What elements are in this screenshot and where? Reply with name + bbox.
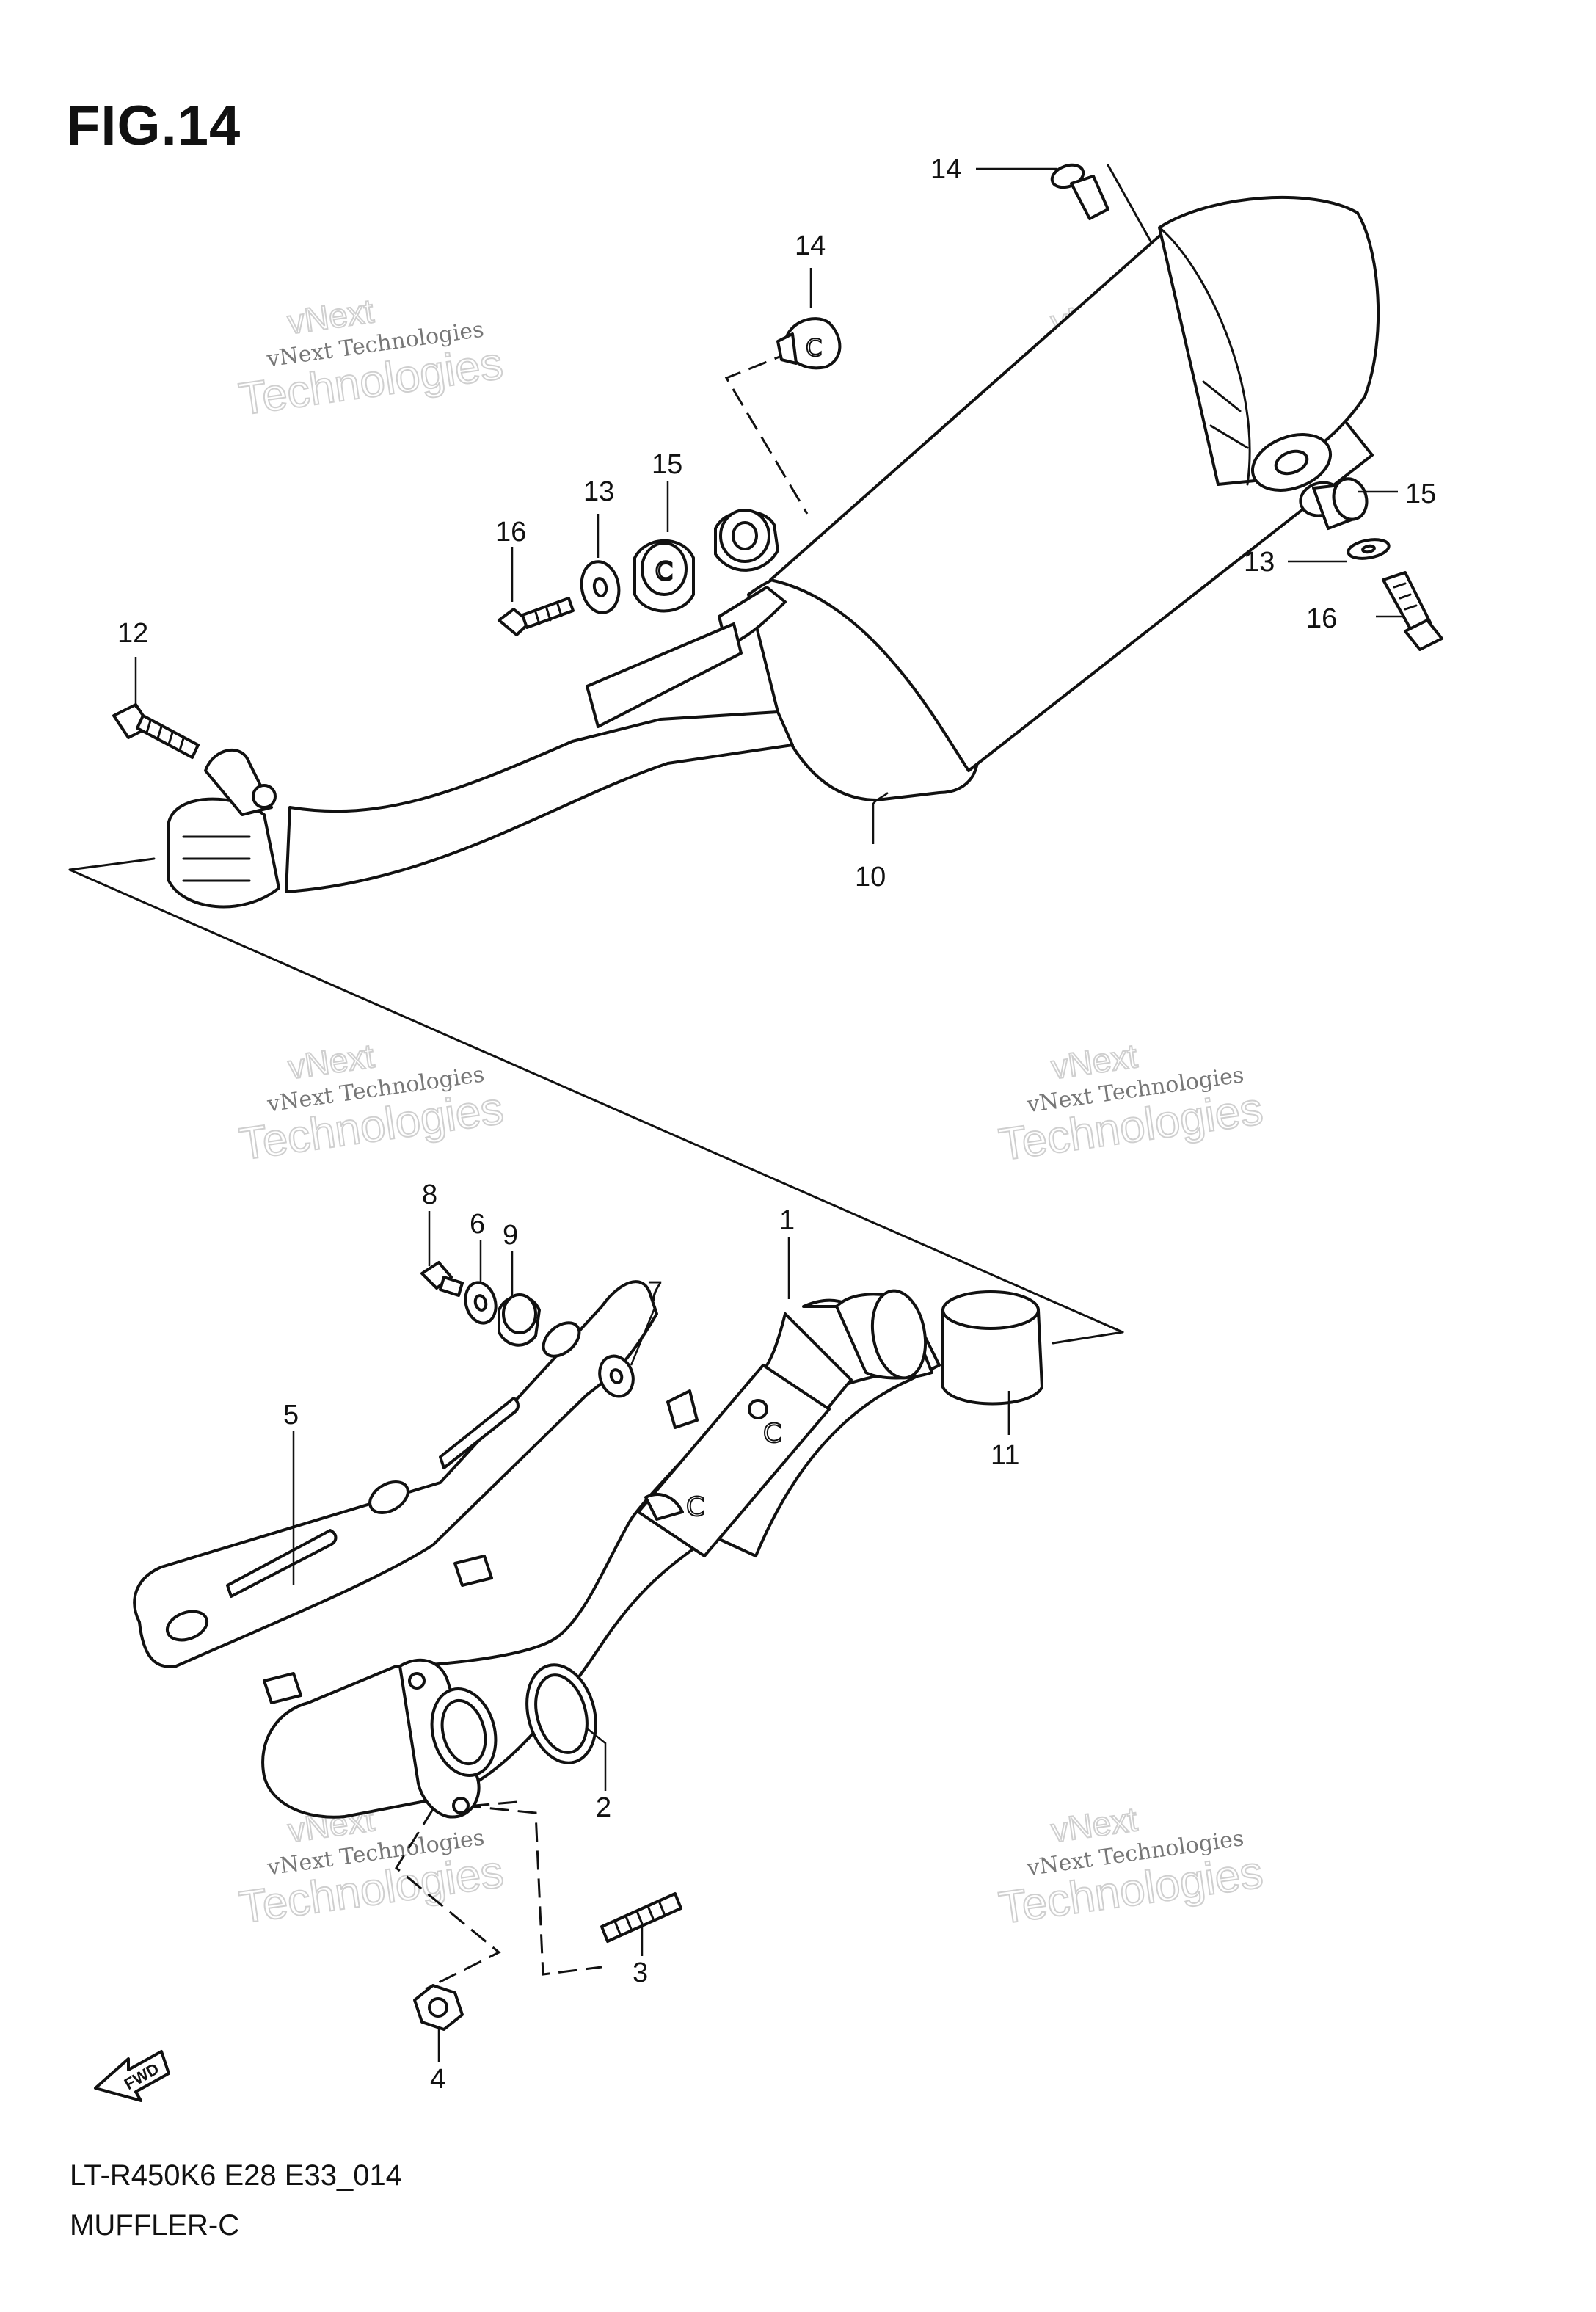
heat-shield-part-5 bbox=[133, 1280, 658, 1668]
callout-5: 5 bbox=[283, 1400, 299, 1431]
muffler-bolt-part-16-left bbox=[498, 597, 575, 636]
washer-part-6 bbox=[464, 1281, 498, 1325]
callout-9: 9 bbox=[503, 1220, 518, 1251]
figure-title: FIG.14 bbox=[66, 95, 241, 157]
washer-part-13-right bbox=[1347, 538, 1391, 560]
grommet-part-15-left: C bbox=[633, 539, 695, 613]
svg-text:C: C bbox=[686, 1492, 704, 1522]
watermark-mid-right: vNext vNext Technologies Technologies bbox=[995, 1036, 1267, 1171]
callout-11: 11 bbox=[991, 1440, 1019, 1471]
washer-part-13-left bbox=[580, 560, 621, 614]
callout-16-left: 16 bbox=[495, 517, 526, 548]
callout-4: 4 bbox=[430, 2064, 445, 2095]
model-code: LT-R450K6 E28 E33_014 bbox=[70, 2159, 402, 2192]
callout-13-right: 13 bbox=[1244, 547, 1275, 578]
svg-text:C: C bbox=[763, 1419, 781, 1449]
callout-15-right: 15 bbox=[1405, 479, 1436, 509]
watermark-top-left: vNext vNext Technologies Technologies bbox=[235, 291, 506, 426]
cap-part-14-left: C bbox=[776, 317, 842, 370]
gasket-part-2 bbox=[525, 1663, 597, 1764]
clamp-bolt-part-12 bbox=[112, 703, 200, 759]
callout-3: 3 bbox=[633, 1957, 648, 1988]
callout-numbers: 14 14 15 15 13 13 16 16 12 10 1 2 3 4 5 … bbox=[117, 154, 1436, 2095]
bolt-part-8 bbox=[420, 1261, 464, 1297]
stud-part-3 bbox=[600, 1892, 682, 1943]
callout-15-left: 15 bbox=[652, 449, 682, 480]
callout-2: 2 bbox=[596, 1792, 611, 1823]
callout-14-top: 14 bbox=[930, 154, 961, 185]
callout-10: 10 bbox=[855, 862, 886, 893]
collar-part-15-left-b bbox=[714, 509, 779, 572]
callout-8: 8 bbox=[422, 1179, 437, 1210]
leader-lines bbox=[134, 167, 1405, 2062]
muffler-bolt-part-16-right bbox=[1382, 571, 1443, 651]
collar-part-9 bbox=[498, 1293, 541, 1347]
nut-part-4 bbox=[413, 1984, 464, 2031]
muffler-part-10 bbox=[167, 195, 1380, 909]
svg-text:C: C bbox=[655, 557, 673, 586]
callout-14-mid: 14 bbox=[795, 230, 826, 261]
callout-1: 1 bbox=[779, 1205, 795, 1236]
callout-12: 12 bbox=[117, 618, 148, 649]
svg-text:C: C bbox=[806, 334, 822, 362]
grommet-part-15-right bbox=[1299, 477, 1369, 530]
section-name: MUFFLER-C bbox=[70, 2209, 240, 2242]
watermark-bottom-right: vNext vNext Technologies Technologies bbox=[995, 1799, 1267, 1935]
washer-part-7 bbox=[598, 1354, 635, 1398]
callout-7: 7 bbox=[647, 1276, 663, 1307]
forward-arrow-icon: FWD bbox=[94, 2050, 170, 2102]
callout-13-left: 13 bbox=[583, 476, 614, 507]
gasket-part-11 bbox=[941, 1290, 1043, 1406]
callout-16-right: 16 bbox=[1306, 603, 1337, 634]
callout-6: 6 bbox=[470, 1209, 485, 1240]
cap-part-14-right bbox=[1050, 163, 1109, 220]
exhaust-pipe-part-1: C C bbox=[261, 1289, 941, 1819]
